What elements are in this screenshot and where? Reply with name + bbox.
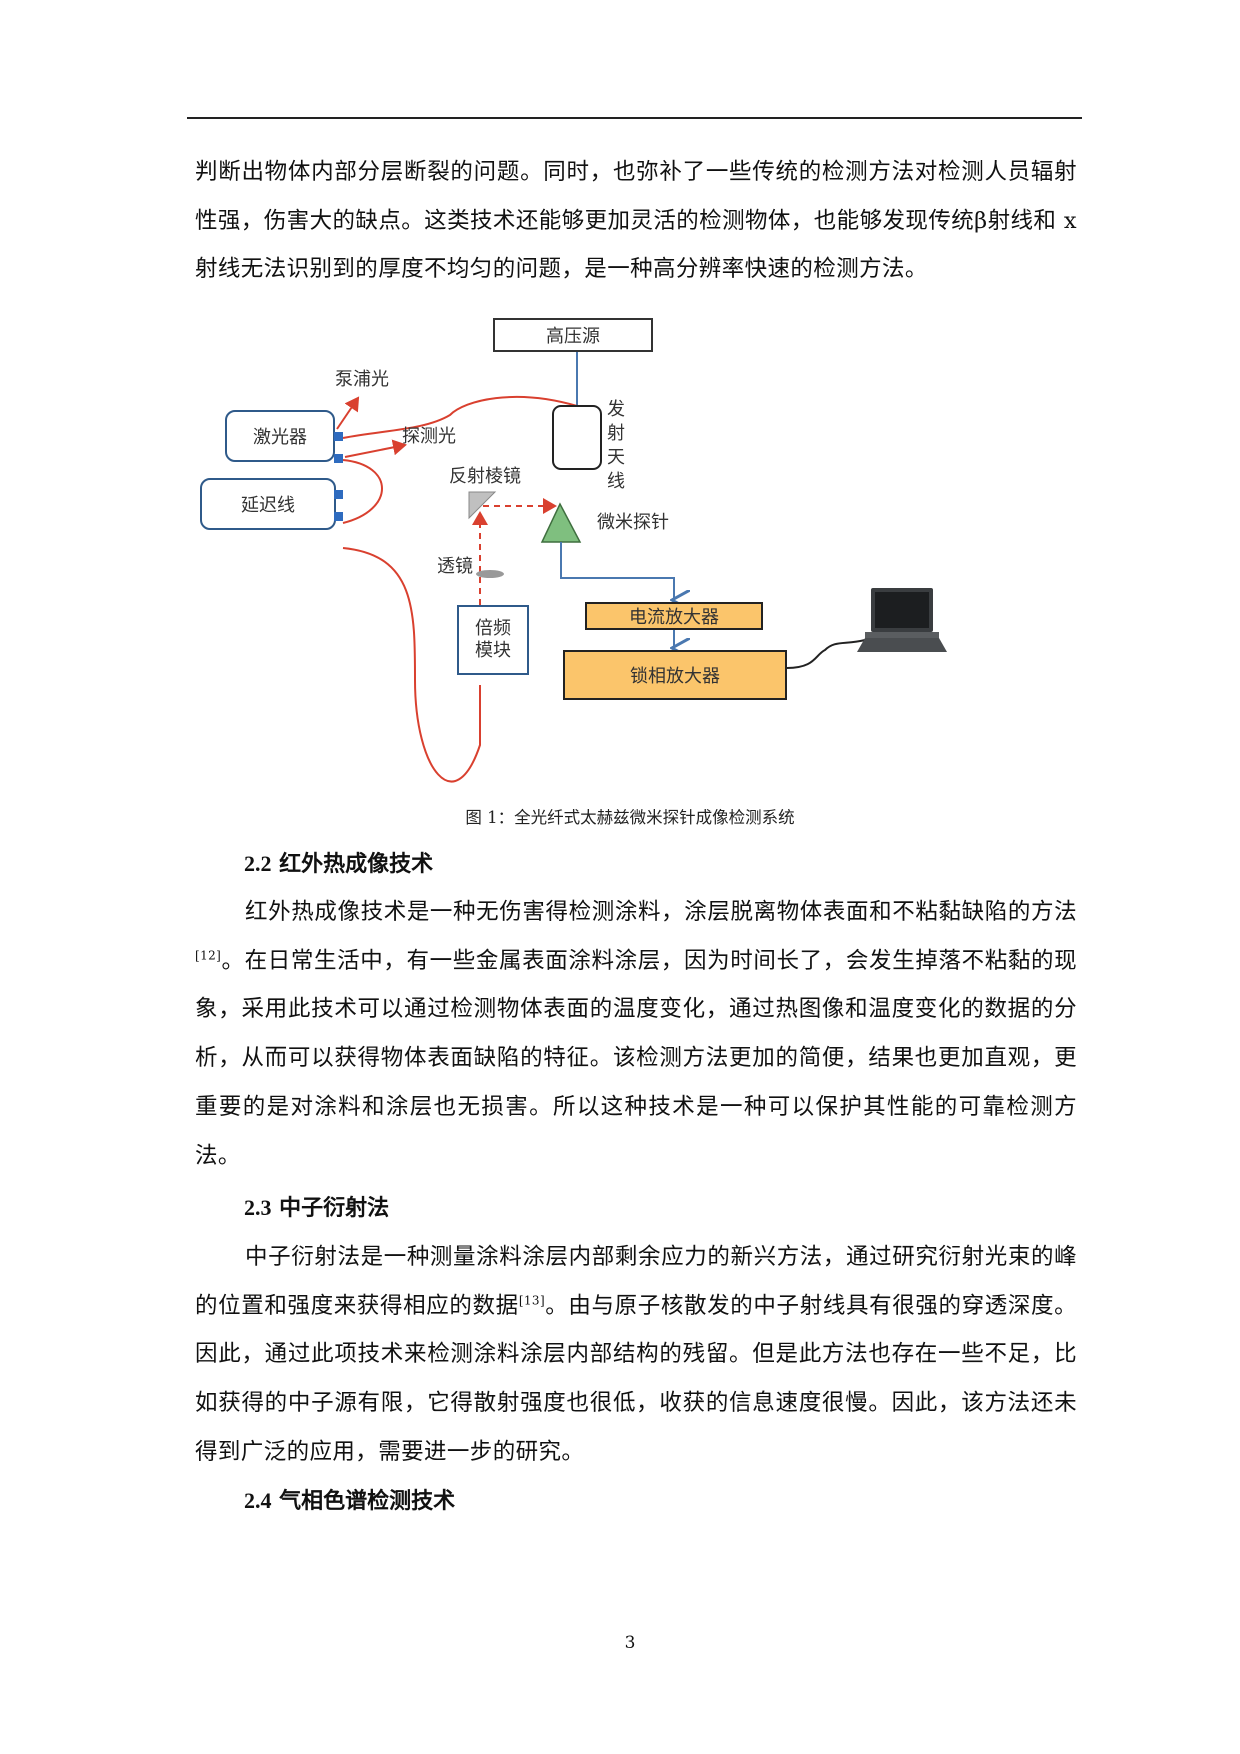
section-title: 气相色谱检测技术 xyxy=(279,1489,456,1514)
antenna-char: 天 xyxy=(607,447,625,468)
delay-port-1 xyxy=(334,490,343,499)
section-heading-2-4: 2.4 气相色谱检测技术 xyxy=(244,1483,455,1515)
laser-port-1 xyxy=(334,432,343,441)
lockin-amp-label: 锁相放大器 xyxy=(630,666,720,687)
para-text: 。由与原子核散发的中子射线具有很强的穿透深度。因此，通过此项技术来检测涂料涂层内… xyxy=(195,1292,1078,1465)
freq-module-label-1: 倍频 xyxy=(475,618,511,639)
antenna-box xyxy=(552,405,602,470)
antenna-char: 线 xyxy=(607,471,625,492)
section-number: 2.3 xyxy=(244,1195,272,1220)
antenna-label: 发 射 天 线 xyxy=(607,398,629,494)
para-text: 中子衍射法是一种测量涂料涂层内部剩余应力的新兴方法，通过研究衍射光束的峰的位置和… xyxy=(195,1244,1077,1319)
laptop-icon xyxy=(857,588,947,652)
micro-probe-label: 微米探针 xyxy=(597,512,669,533)
laser-port-2 xyxy=(334,454,343,463)
high-voltage-label: 高压源 xyxy=(546,326,600,347)
section-number: 2.4 xyxy=(244,1488,272,1513)
diagram-connections xyxy=(336,350,947,783)
high-voltage-box: 高压源 xyxy=(493,318,653,352)
delay-port-2 xyxy=(334,512,343,521)
prism-label: 反射棱镜 xyxy=(449,466,521,487)
citation-ref[interactable]: [12] xyxy=(195,948,222,963)
freq-module-label-2: 模块 xyxy=(475,640,511,661)
intro-paragraph: 判断出物体内部分层断裂的问题。同时，也弥补了一些传统的检测方法对检测人员辐射性强… xyxy=(195,159,1077,283)
probe-light-label: 探测光 xyxy=(402,426,456,447)
current-amp-label: 电流放大器 xyxy=(629,607,719,628)
page-number: 3 xyxy=(624,1633,636,1653)
para-text: 红外热成像技术是一种无伤害得检测涂料，涂层脱离物体表面和不粘黏缺陷的方法 xyxy=(245,899,1077,925)
section-2-3-paragraph: 中子衍射法是一种测量涂料涂层内部剩余应力的新兴方法，通过研究衍射光束的峰的位置和… xyxy=(195,1233,1077,1477)
pump-light-label: 泵浦光 xyxy=(335,369,389,390)
header-rule xyxy=(187,117,1082,119)
section-2-2-paragraph: 红外热成像技术是一种无伤害得检测涂料，涂层脱离物体表面和不粘黏缺陷的方法 [12]… xyxy=(195,888,1077,1180)
section-number: 2.2 xyxy=(244,851,272,876)
lockin-amplifier-box: 锁相放大器 xyxy=(563,650,787,700)
delay-line-label: 延迟线 xyxy=(241,495,295,516)
antenna-char: 射 xyxy=(607,423,625,444)
laser-label: 激光器 xyxy=(253,427,307,448)
delay-line-box: 延迟线 xyxy=(200,478,336,530)
antenna-char: 发 xyxy=(607,399,625,420)
para-text: 。在日常生活中，有一些金属表面涂料涂层，因为时间长了，会发生掉落不粘黏的现象，采… xyxy=(195,947,1077,1169)
figure-system-diagram: 高压源 泵浦光 激光器 探测光 延迟线 发 射 天 线 反射棱镜 微米探针 透镜… xyxy=(200,318,1075,800)
lens-label: 透镜 xyxy=(437,556,473,577)
frequency-module-box: 倍频 模块 xyxy=(457,605,529,675)
figure-caption: 图 1：全光纤式太赫兹微米探针成像检测系统 xyxy=(465,808,795,827)
citation-ref[interactable]: [13] xyxy=(518,1293,546,1308)
section-heading-2-2: 2.2 红外热成像技术 xyxy=(244,846,433,878)
current-amplifier-box: 电流放大器 xyxy=(585,602,763,630)
section-title: 中子衍射法 xyxy=(279,1196,390,1221)
section-title: 红外热成像技术 xyxy=(279,852,434,877)
section-heading-2-3: 2.3 中子衍射法 xyxy=(244,1190,389,1222)
laser-box: 激光器 xyxy=(225,410,335,462)
